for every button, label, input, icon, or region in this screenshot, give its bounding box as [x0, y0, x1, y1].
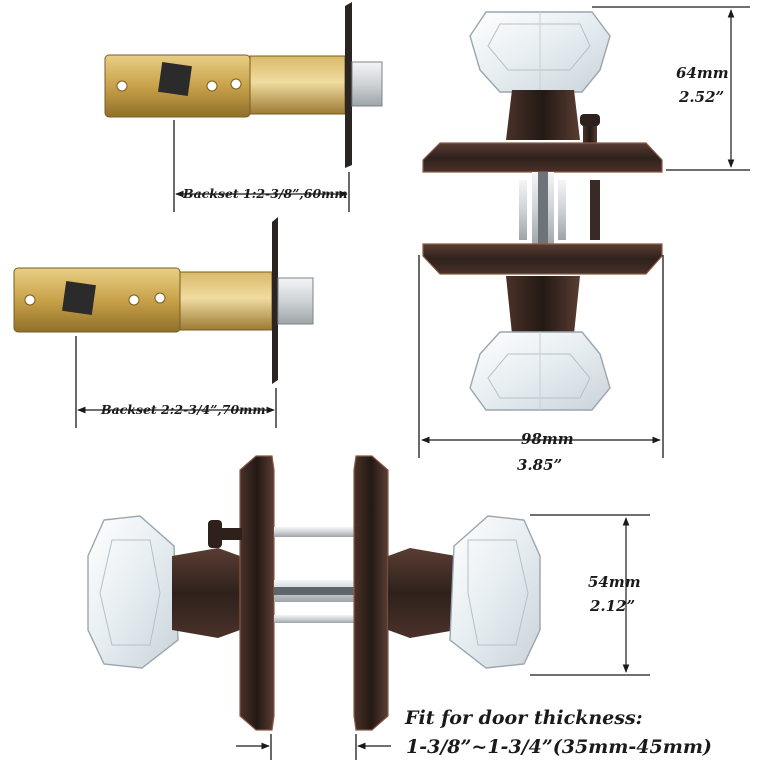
knob-width-in-label: 3.85” [517, 456, 563, 474]
door-thickness-dimension [236, 734, 391, 760]
side-knob-height-mm-label: 54mm [588, 573, 641, 591]
knob-width-mm-label: 98mm [521, 430, 574, 448]
knob-set-side-view [87, 455, 541, 731]
backset-1-dimension [173, 120, 350, 212]
knob-height-dimension [592, 6, 750, 171]
backset-1-label: Backset 1:2-3/8”,60mm [183, 186, 348, 201]
side-knob-height-dimension [530, 514, 650, 676]
backset-2-label: Backset 2:2-3/4”,70mm [101, 402, 266, 417]
latch-backset-2 [13, 217, 314, 384]
door-thickness-range: 1-3/8”~1-3/4”(35mm-45mm) [406, 736, 712, 758]
knob-height-in-label: 2.52” [679, 88, 725, 106]
knob-width-dimension [418, 255, 664, 458]
side-knob-height-in-label: 2.12” [590, 597, 636, 615]
knob-height-mm-label: 64mm [676, 64, 729, 82]
door-thickness-title: Fit for door thickness: [405, 707, 643, 729]
knob-set-front-view [422, 11, 663, 411]
latch-backset-1 [104, 2, 383, 168]
backset-2-dimension [75, 336, 277, 428]
